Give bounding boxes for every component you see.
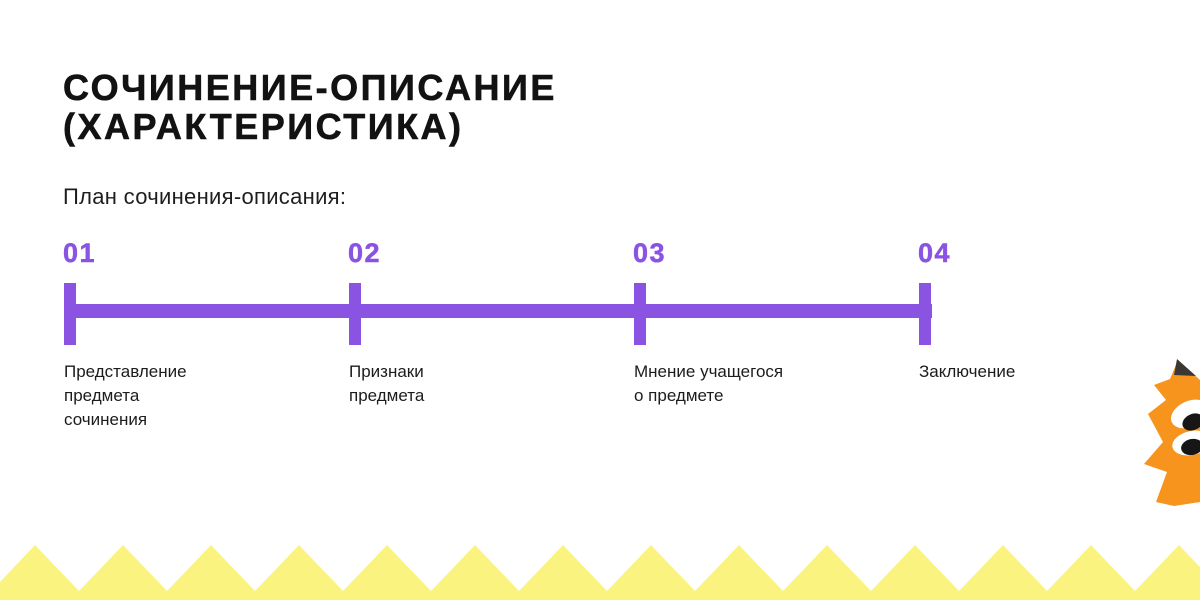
- zigzag-border: [0, 545, 1200, 600]
- timeline-tick: [634, 283, 646, 345]
- step-number: 04: [918, 238, 952, 268]
- timeline-tick: [349, 283, 361, 345]
- timeline-step-3: 03 Мнение учащегося о предмете: [633, 238, 873, 405]
- step-label: Признаки предмета: [349, 362, 425, 405]
- step-label: Представление предмета сочинения: [64, 362, 187, 429]
- timeline-bar: [64, 304, 932, 318]
- plan-subtitle: План сочинения-описания:: [63, 184, 347, 209]
- step-number: 03: [633, 238, 667, 268]
- step-number: 01: [63, 238, 97, 268]
- fox-mascot-icon: [1144, 359, 1200, 506]
- step-label: Мнение учащегося о предмете: [634, 362, 784, 405]
- timeline-step-2: 02 Признаки предмета: [348, 238, 588, 405]
- step-number: 02: [348, 238, 382, 268]
- timeline-tick: [919, 283, 931, 345]
- timeline-step-1: 01 Представление предмета сочинения: [63, 238, 303, 429]
- timeline-step-4: 04 Заключение: [918, 238, 1158, 381]
- step-label: Заключение: [919, 362, 1016, 381]
- page-title: СОЧИНЕНИЕ-ОПИСАНИЕ (ХАРАКТЕРИСТИКА): [63, 67, 557, 148]
- timeline-tick: [64, 283, 76, 345]
